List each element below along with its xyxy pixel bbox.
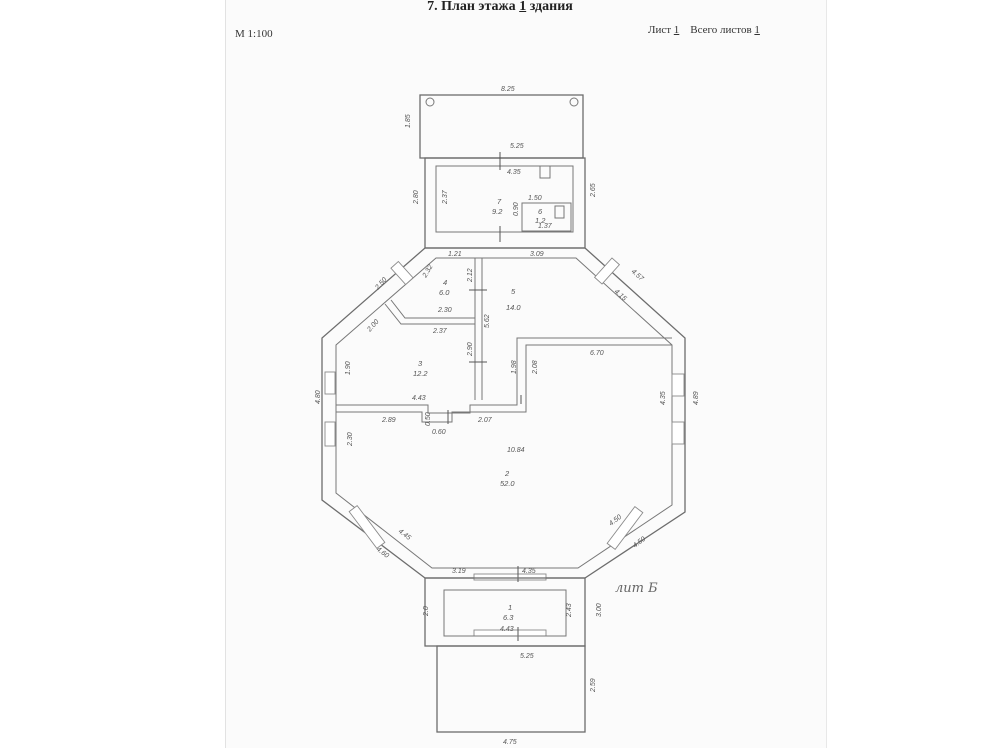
title-prefix: 7. План этажа <box>427 0 520 14</box>
fixture-icon <box>554 205 565 219</box>
dim-room3-height: 1.90 <box>345 361 352 375</box>
room-1-area: 6.3 <box>503 613 514 622</box>
dim-upper-room-height: 2.37 <box>442 189 449 205</box>
partition <box>336 344 672 423</box>
dim-diag-upper-left: 2.50 <box>374 276 389 292</box>
room-5-number: 5 <box>511 287 516 296</box>
scale-label: М 1:100 <box>235 28 273 40</box>
dim-step-a: 0.50 <box>425 412 432 426</box>
dim-diag-lower-left: 4.60 <box>375 546 390 560</box>
dim-entry-bottom: 4.43 <box>500 626 514 633</box>
dim-main-top: 6.70 <box>590 350 604 357</box>
building-inner-outline <box>335 257 673 569</box>
top-terrace <box>419 94 584 159</box>
dim-entry-side-right: 3.00 <box>596 603 603 617</box>
title-suffix: здания <box>526 0 573 14</box>
dim-top-width: 8.25 <box>501 86 515 93</box>
dim-diag-lower-left-inner: 4.45 <box>397 528 412 542</box>
windows <box>324 257 685 637</box>
dim-main-width: 10.84 <box>507 447 525 454</box>
dim-entry-top: 4.35 <box>522 568 536 575</box>
column-icon <box>569 97 579 107</box>
total-label: Всего листов <box>690 24 755 36</box>
room-labels: 1 6.3 2 52.0 3 12.2 4 6.0 5 14.0 6 1.2 7… <box>413 197 546 622</box>
dim-wc-top: 1.50 <box>528 195 542 202</box>
dim-diag-upper-left-inner: 2.00 <box>366 318 381 334</box>
sheet-number: 1 <box>673 24 680 36</box>
room-4-area: 6.0 <box>439 288 450 297</box>
room-6-number: 6 <box>538 207 543 216</box>
dim-room4-right: 2.12 <box>467 268 474 283</box>
floor-number: 1 <box>519 0 527 14</box>
dim-right-side: 4.89 <box>693 391 700 405</box>
fixture-icon <box>539 165 551 179</box>
room-2-area: 52.0 <box>500 479 515 488</box>
dim-room4-left: 2.32 <box>421 264 434 280</box>
dim-corridor-width: 2.07 <box>477 417 493 424</box>
room-7-area: 9.2 <box>492 207 503 216</box>
dim-entry-right: 2.43 <box>566 603 573 618</box>
room-1-number: 1 <box>508 603 512 612</box>
room-6-area: 1.2 <box>535 216 546 225</box>
dim-wc-side: 0.90 <box>513 202 520 216</box>
litera-label: лит Б <box>615 581 658 596</box>
partition <box>336 337 672 414</box>
dim-room3-height-right: 2.90 <box>467 342 474 357</box>
dim-porch-side: 2.59 <box>590 678 597 693</box>
page-title: 7. План этажа 1 здания <box>0 0 1000 14</box>
dim-step-b: 0.60 <box>432 429 446 436</box>
room-7-number: 7 <box>497 197 502 206</box>
dim-room4-top: 1.21 <box>448 251 462 258</box>
dim-room4-bottom2: 2.37 <box>432 328 448 335</box>
dim-porch-top: 5.25 <box>520 653 534 660</box>
column-icon <box>425 97 435 107</box>
sheet-info: Лист 1 Всего листов 1 <box>648 24 760 36</box>
dim-diag-upper-right-inner: 4.15 <box>613 288 628 302</box>
room-1 <box>443 589 567 637</box>
dim-upper-right-side: 2.65 <box>590 183 597 198</box>
dim-right-side-inner: 4.35 <box>660 391 667 405</box>
dim-room4-bottom: 2.30 <box>437 307 452 314</box>
room-6 <box>521 202 572 232</box>
dim-top-depth: 1.85 <box>405 114 412 128</box>
dimension-labels: 8.25 1.85 5.25 4.35 2.80 2.37 2.65 1.50 … <box>315 86 700 746</box>
dim-porch-bottom: 4.75 <box>503 739 517 746</box>
dim-lower-left-side: 2.30 <box>347 432 354 447</box>
room-3-number: 3 <box>418 359 423 368</box>
sheet-label: Лист <box>648 24 674 36</box>
room-7 <box>435 165 574 233</box>
dim-upper-left-side: 2.80 <box>413 190 420 205</box>
partition <box>390 299 475 319</box>
room-5-area: 14.0 <box>506 303 521 312</box>
door-marks <box>447 152 522 641</box>
dim-wc-bottom: 1.37 <box>538 223 553 230</box>
room-4-number: 4 <box>443 278 447 287</box>
dim-diag-upper-right: 4.57 <box>630 268 646 283</box>
dim-entry-side-left: 2.0 <box>423 606 430 617</box>
dim-hall-height: 5.62 <box>484 314 491 328</box>
dim-corridor-height: 1.98 <box>511 360 518 374</box>
dim-upper-room-outer: 5.25 <box>510 143 524 150</box>
dim-room3-width: 4.43 <box>412 395 426 402</box>
dim-upper-room-inner: 4.35 <box>507 169 521 176</box>
total-number: 1 <box>754 24 760 36</box>
partition <box>384 303 475 325</box>
dim-left-side: 4.80 <box>315 390 322 404</box>
dim-hall-top: 3.09 <box>530 251 544 258</box>
room-3-area: 12.2 <box>413 369 428 378</box>
dim-entry-left: 3.19 <box>452 568 466 575</box>
room-2-number: 2 <box>504 469 510 478</box>
bottom-porch <box>436 645 586 733</box>
dim-room3-bottom: 2.89 <box>381 417 396 424</box>
dim-corridor-side: 2.08 <box>532 360 539 375</box>
